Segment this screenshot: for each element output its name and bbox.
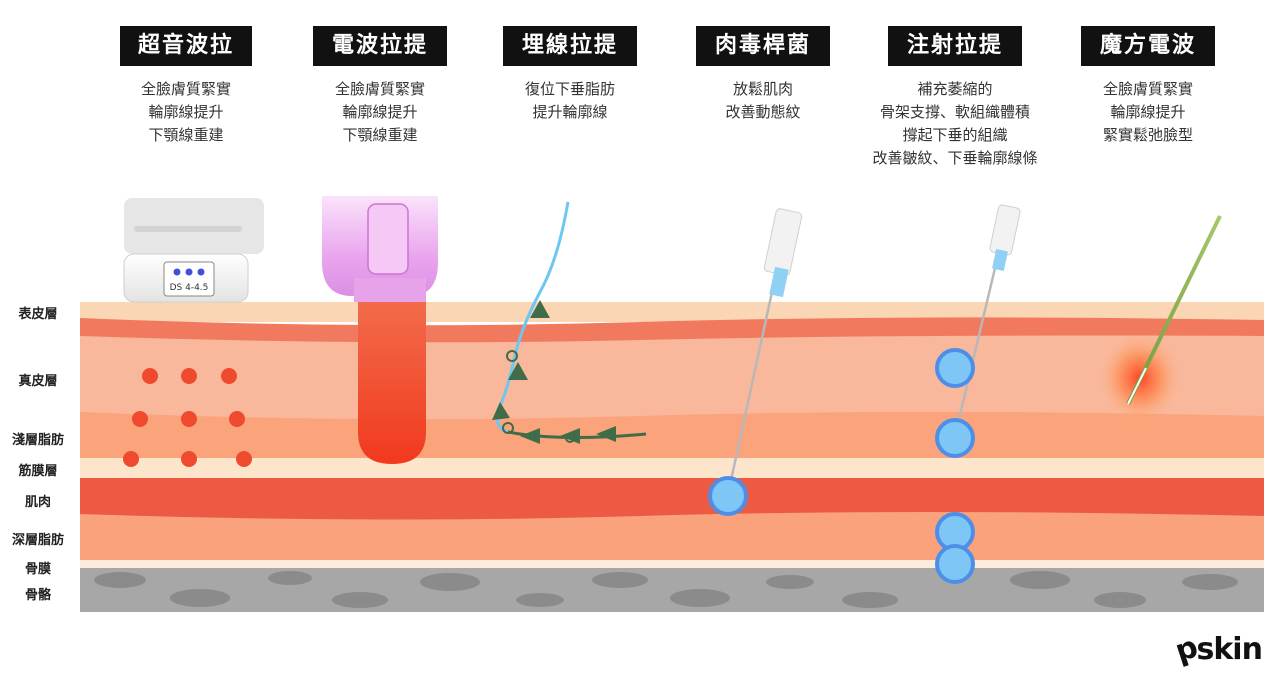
brand-logo: pskin <box>1171 630 1263 670</box>
desc-line: 放鬆肌肉 <box>732 80 793 98</box>
desc-line: 提升輪廓線 <box>532 103 608 121</box>
desc-line: 改善皺紋、下垂輪廓線條 <box>872 149 1038 167</box>
rf-energy-beam <box>358 302 426 464</box>
probe-depth-label: DS 4-4.5 <box>170 283 209 293</box>
desc-line: 全臉膚質緊實 <box>334 80 425 98</box>
title-rf-lift: 電波拉提 <box>313 26 447 66</box>
thermal-dot <box>181 451 197 467</box>
desc-line: 下顎線重建 <box>342 126 418 144</box>
probe-grip-line <box>134 226 242 232</box>
probe-indicator-dot <box>197 268 205 276</box>
filler-bone-point <box>935 544 975 584</box>
filler-fat-point <box>935 418 975 458</box>
desc-line: 骨架支撐、軟組織體積 <box>879 103 1030 121</box>
desc-line: 輪廓線提升 <box>148 103 224 121</box>
bone-band <box>80 568 1264 612</box>
filler-syringe <box>935 204 1021 584</box>
desc-botox: 放鬆肌肉 改善動態紋 <box>653 78 873 124</box>
desc-line: 改善動態紋 <box>725 103 801 121</box>
botox-injection-point <box>708 476 748 516</box>
desc-thread-lift: 復位下垂脂肪 提升輪廓線 <box>460 78 680 124</box>
thermal-dot <box>229 411 245 427</box>
rf-probe-window <box>367 203 409 275</box>
muscle-band <box>80 478 1264 524</box>
desc-line: 撐起下垂的組織 <box>902 126 1008 144</box>
thread-lift <box>492 201 647 444</box>
desc-ultrasound-lift: 全臉膚質緊實 輪廓線提升 下顎線重建 <box>76 78 296 147</box>
desc-line: 輪廓線提升 <box>1110 103 1186 121</box>
thermal-dot <box>236 451 252 467</box>
title-botox: 肉毒桿菌 <box>696 26 830 66</box>
thermal-dot <box>221 368 237 384</box>
thread-cogs <box>492 300 616 444</box>
desc-line: 全臉膚質緊實 <box>1102 80 1193 98</box>
filler-needle <box>952 263 998 441</box>
desc-line: 輪廓線提升 <box>342 103 418 121</box>
logo-text: skin <box>1196 632 1262 667</box>
title-thread-lift: 埋線拉提 <box>503 26 637 66</box>
rf-probe <box>322 196 438 464</box>
cube-rf-needle-tip <box>1127 367 1147 405</box>
rf-probe-tip <box>354 278 426 302</box>
desc-rf-lift: 全臉膚質緊實 輪廓線提升 下顎線重建 <box>270 78 490 147</box>
botox-syringe <box>708 208 803 516</box>
desc-line: 復位下垂脂肪 <box>524 80 615 98</box>
fascia-band <box>80 458 1264 480</box>
desc-cube-rf: 全臉膚質緊實 輪廓線提升 緊實鬆弛臉型 <box>1038 78 1258 147</box>
thermal-dot <box>181 368 197 384</box>
thermal-dot <box>142 368 158 384</box>
title-injection-lift: 注射拉提 <box>888 26 1022 66</box>
layer-label-epidermis: 表皮層 <box>18 307 58 322</box>
thermal-dot <box>132 411 148 427</box>
thermal-dot <box>123 451 139 467</box>
filler-dermis-point <box>935 348 975 388</box>
dermis-band <box>80 335 1264 424</box>
layer-label-fascia: 筋膜層 <box>18 464 58 479</box>
filler-syringe-body <box>989 204 1021 256</box>
ultrasound-probe: DS 4-4.5 <box>123 198 264 303</box>
desc-line: 緊實鬆弛臉型 <box>1102 126 1193 144</box>
botox-syringe-hub <box>769 266 789 298</box>
desc-line: 補充萎縮的 <box>917 80 993 98</box>
desc-line: 全臉膚質緊實 <box>140 80 231 98</box>
layer-label-superficial-fat: 淺層脂肪 <box>11 433 64 448</box>
ultrasound-thermal-dots <box>123 368 252 467</box>
deep-fat-band <box>80 512 1264 560</box>
thermal-dot <box>181 411 197 427</box>
probe-indicator-dot <box>185 268 193 276</box>
superficial-fat-band <box>80 412 1264 460</box>
layer-label-deep-fat: 深層脂肪 <box>11 533 64 548</box>
botox-needle <box>726 291 774 495</box>
periosteum-band <box>80 560 1264 568</box>
bone-texture <box>94 571 1238 608</box>
layer-label-dermis: 真皮層 <box>18 374 58 389</box>
botox-syringe-body <box>763 208 803 276</box>
layer-bands <box>80 302 1264 612</box>
title-ultrasound-lift: 超音波拉提 <box>120 26 252 98</box>
layer-label-periosteum: 骨膜 <box>24 562 51 577</box>
desc-line: 下顎線重建 <box>148 126 224 144</box>
desc-injection-lift: 補充萎縮的 骨架支撐、軟組織體積 撐起下垂的組織 改善皺紋、下垂輪廓線條 <box>845 78 1065 170</box>
title-cube-rf: 魔方電波 <box>1081 26 1215 66</box>
cube-rf-needle <box>1100 215 1222 422</box>
thread-knots <box>502 350 575 443</box>
layer-label-muscle: 肌肉 <box>24 495 51 510</box>
filler-syringe-hub <box>992 248 1008 272</box>
probe-indicator-dot <box>173 268 181 276</box>
layer-label-bone: 骨骼 <box>24 588 51 603</box>
